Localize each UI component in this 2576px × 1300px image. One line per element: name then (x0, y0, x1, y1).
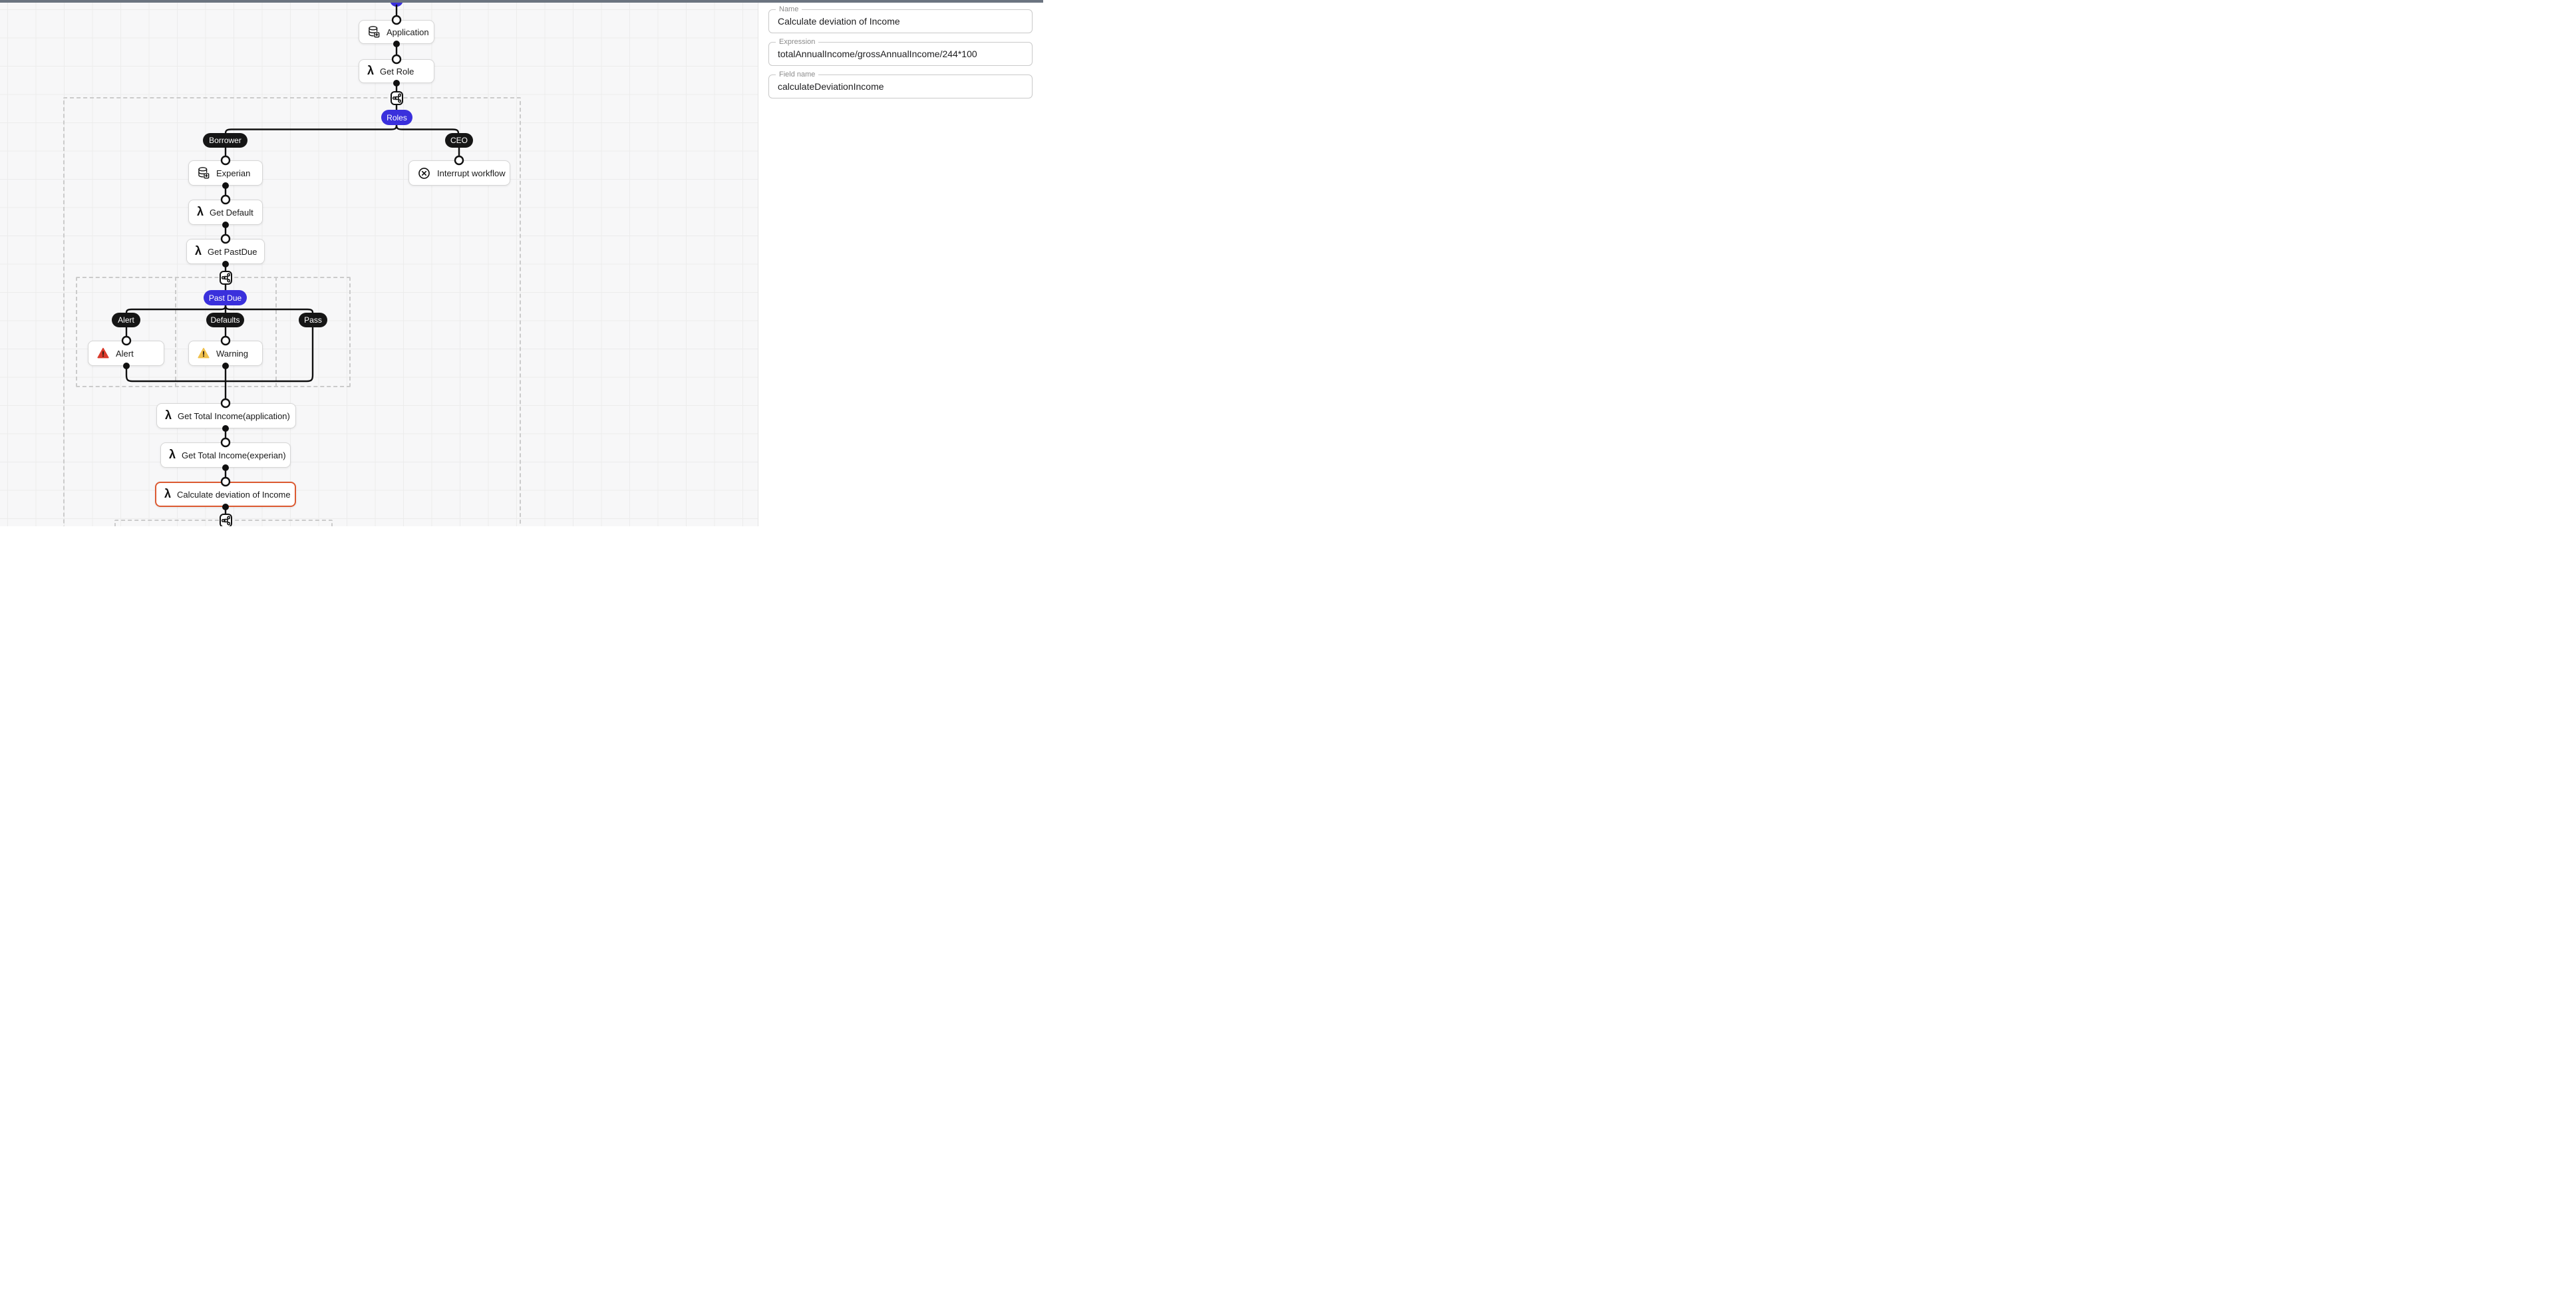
branch-badge-defaults[interactable]: Defaults (206, 313, 244, 327)
switch-node-bottom[interactable] (220, 514, 232, 526)
name-field[interactable]: Name Calculate deviation of Income (768, 5, 1033, 33)
lane-divider (275, 277, 277, 387)
lambda-icon: λ (165, 408, 172, 422)
lambda-icon: λ (197, 205, 204, 218)
split-icon (222, 516, 230, 526)
expression-field-value[interactable]: totalAnnualIncome/grossAnnualIncome/244*… (778, 49, 977, 59)
edge-merge (125, 326, 314, 383)
edge-pastdue-pass (224, 304, 314, 314)
node-label: Get Role (380, 66, 414, 77)
node-label: Get Total Income(experian) (182, 450, 286, 460)
alert-triangle-icon (96, 347, 110, 360)
node-calculate-deviation-of-income[interactable]: λ Calculate deviation of Income (155, 482, 296, 507)
node-label: Get PastDue (208, 246, 257, 257)
node-alert[interactable]: Alert (88, 341, 164, 366)
branch-badge-roles[interactable]: Roles (381, 110, 412, 125)
node-interrupt-workflow[interactable]: Interrupt workflow (408, 160, 510, 186)
badge-label: Pass (304, 315, 322, 325)
switch-node-pastdue[interactable] (220, 271, 232, 285)
node-label: Get Default (210, 207, 253, 218)
branch-badge-ceo[interactable]: CEO (445, 133, 473, 148)
name-field-value[interactable]: Calculate deviation of Income (778, 16, 900, 27)
name-field-label: Name (776, 5, 802, 15)
badge-label: Past Due (208, 293, 242, 303)
node-label: Alert (116, 348, 134, 359)
badge-label: Alert (118, 315, 134, 325)
switch-node-roles[interactable] (391, 91, 403, 105)
edge-roles-ceo (395, 124, 460, 134)
field-name-field-label: Field name (776, 70, 819, 80)
branch-badge-pastdue[interactable]: Past Due (204, 290, 247, 305)
split-icon (393, 93, 401, 103)
edges-layer (125, 3, 460, 526)
edge-roles-borrower (224, 124, 398, 134)
workflow-editor: Roles Borrower CEO Past Due Alert Defaul… (0, 0, 1043, 526)
node-label: Experian (216, 168, 251, 178)
node-application[interactable]: Application (359, 20, 434, 44)
badge-label: CEO (450, 136, 468, 145)
expression-field-label: Expression (776, 37, 819, 47)
badge-label: Borrower (209, 136, 242, 145)
split-icon (222, 273, 230, 283)
node-get-default[interactable]: λ Get Default (188, 200, 263, 225)
node-get-total-income-experian[interactable]: λ Get Total Income(experian) (160, 442, 291, 468)
database-import-icon (197, 166, 210, 180)
node-get-total-income-application[interactable]: λ Get Total Income(application) (156, 403, 296, 428)
badge-label: Defaults (210, 315, 240, 325)
node-label: Interrupt workflow (437, 168, 506, 178)
roles-group-outline (63, 97, 521, 526)
node-get-pastdue[interactable]: λ Get PastDue (186, 239, 265, 264)
node-label: Warning (216, 348, 248, 359)
node-label: Get Total Income(application) (178, 410, 290, 421)
window-top-edge (0, 0, 1043, 3)
node-label: Application (387, 27, 429, 37)
badge-label: Roles (387, 112, 407, 122)
node-label: Calculate deviation of Income (177, 489, 291, 500)
field-name-field-value[interactable]: calculateDeviationIncome (778, 81, 884, 92)
branch-badge-borrower[interactable]: Borrower (203, 133, 247, 148)
node-experian[interactable]: Experian (188, 160, 263, 186)
database-import-icon (367, 25, 381, 39)
properties-panel: Name Calculate deviation of Income Expre… (758, 3, 1043, 526)
expression-field[interactable]: Expression totalAnnualIncome/grossAnnual… (768, 37, 1033, 66)
pastdue-lanes-outline (76, 277, 351, 387)
field-name-field[interactable]: Field name calculateDeviationIncome (768, 70, 1033, 98)
branch-badge-pass[interactable]: Pass (299, 313, 327, 327)
branch-badge-alert[interactable]: Alert (112, 313, 140, 327)
node-get-role[interactable]: λ Get Role (359, 59, 434, 83)
node-warning[interactable]: Warning (188, 341, 263, 366)
flow-canvas[interactable]: Roles Borrower CEO Past Due Alert Defaul… (0, 3, 758, 526)
lambda-icon: λ (367, 64, 375, 77)
lane-divider (175, 277, 176, 387)
interrupt-icon (417, 166, 431, 180)
lambda-icon: λ (195, 244, 202, 257)
lambda-icon: λ (164, 487, 172, 500)
edge-pastdue-alert (125, 304, 227, 314)
lambda-icon: λ (169, 448, 176, 461)
warning-triangle-icon (197, 347, 210, 360)
